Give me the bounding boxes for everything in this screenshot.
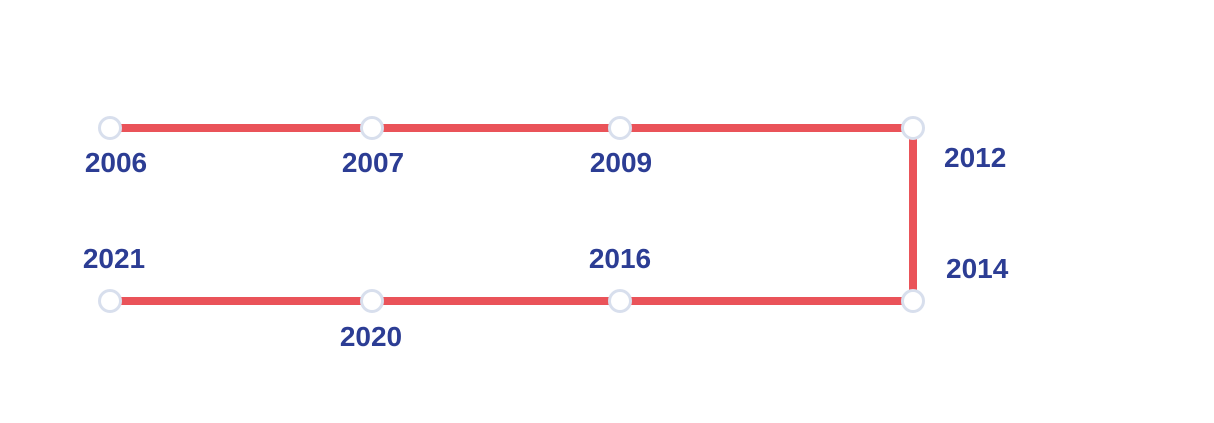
timeline-segment-vertical	[909, 124, 917, 305]
timeline-dot-2012	[901, 116, 925, 140]
timeline-segment-bottom	[110, 297, 913, 305]
timeline-year-label: 2007	[341, 147, 405, 178]
timeline-year-label: 2014	[946, 253, 1009, 284]
timeline-year-label: 2016	[588, 243, 652, 274]
timeline-dot-2007	[360, 116, 384, 140]
timeline-segment-top	[110, 124, 913, 132]
timeline-dot-2009	[608, 116, 632, 140]
timeline-year-label: 2009	[589, 147, 653, 178]
timeline-dot-2021	[98, 289, 122, 313]
timeline-year-label: 2006	[84, 147, 148, 178]
timeline-year-label: 2020	[339, 321, 403, 352]
timeline-dot-2020	[360, 289, 384, 313]
timeline-year-label: 2021	[82, 243, 146, 274]
timeline-dot-2014	[901, 289, 925, 313]
timeline-dot-2016	[608, 289, 632, 313]
timeline-year-label: 2012	[944, 142, 1007, 173]
timeline-dot-2006	[98, 116, 122, 140]
